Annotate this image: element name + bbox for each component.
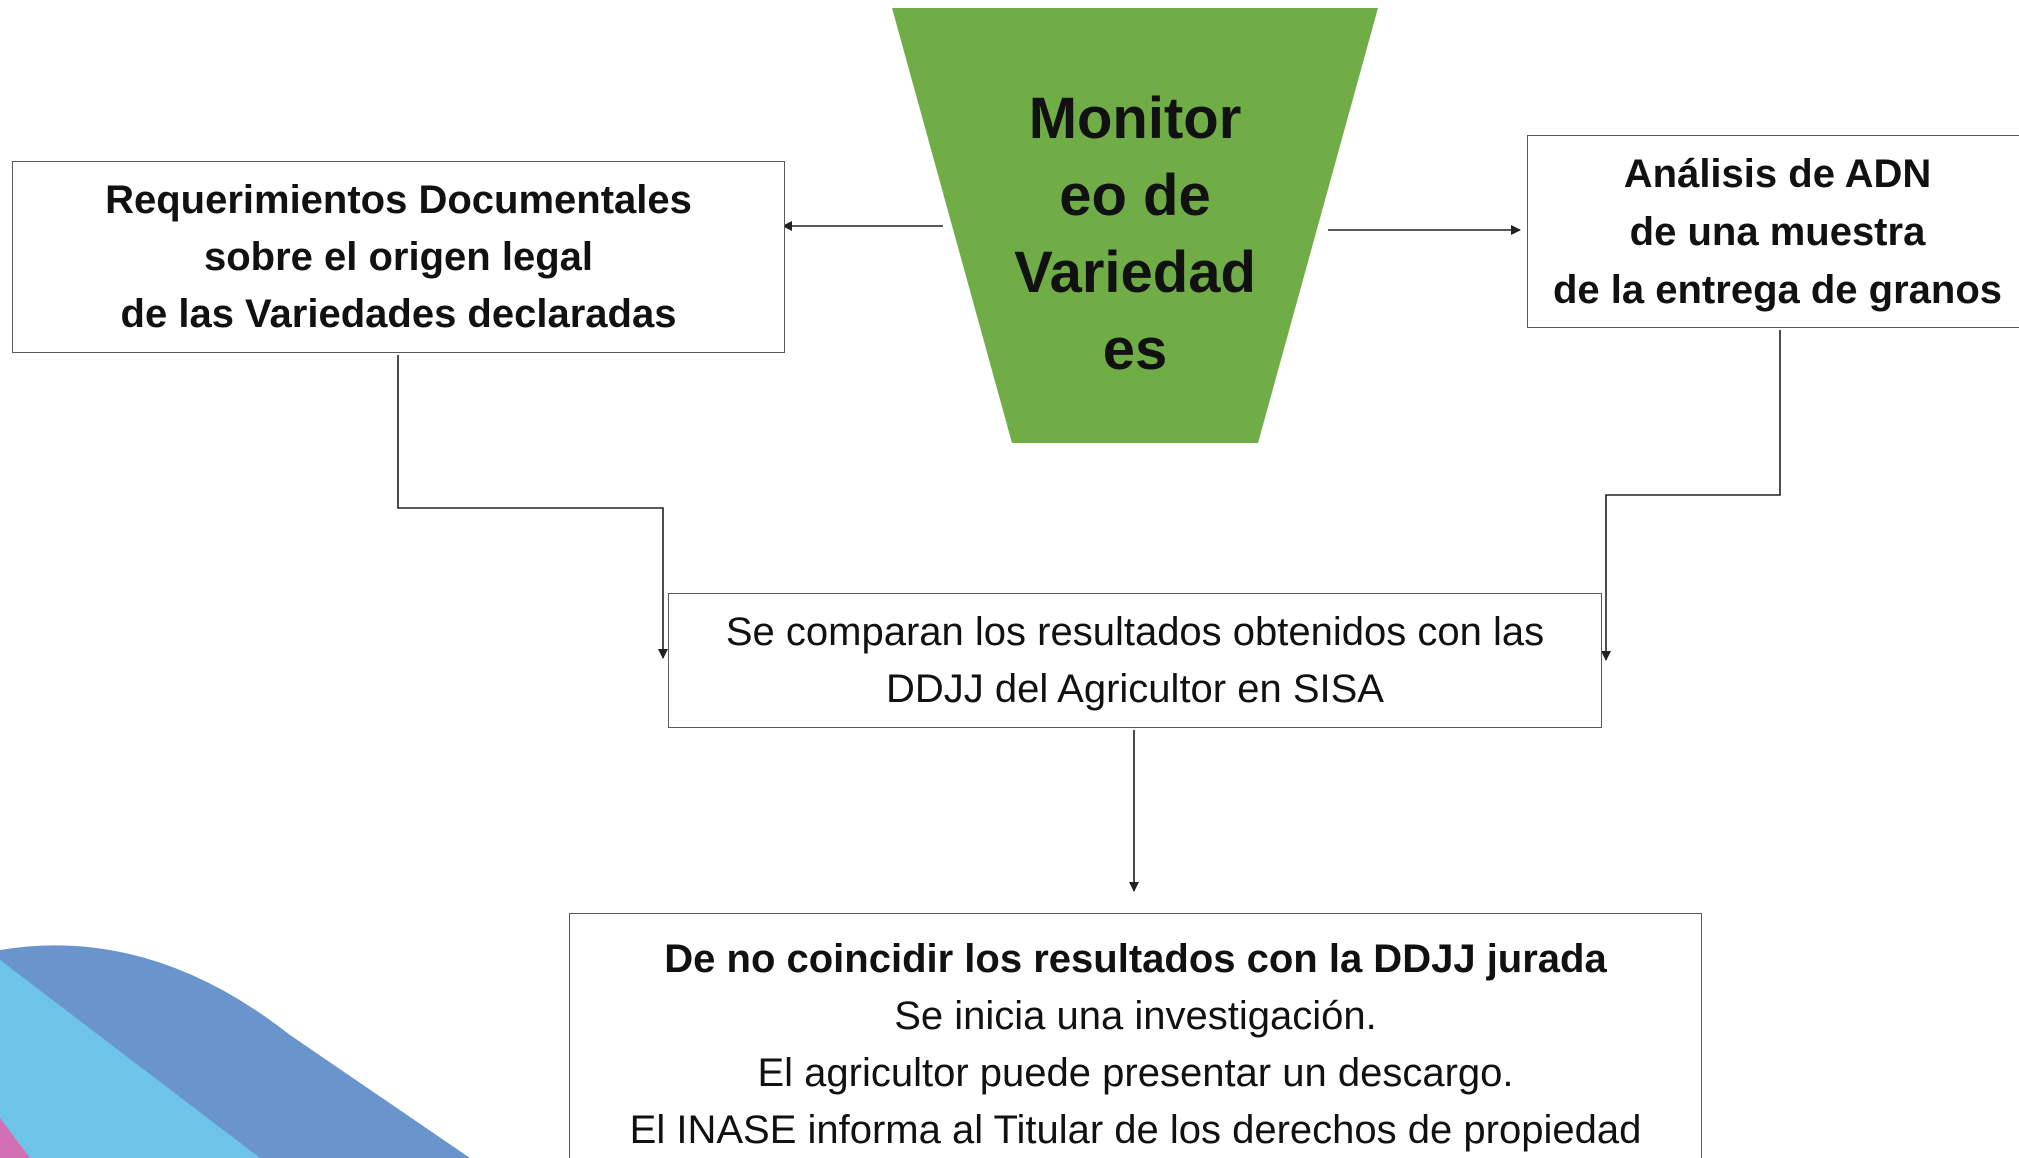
funnel-label-line: eo de bbox=[1059, 163, 1211, 228]
box-text-line: DDJJ del Agricultor en SISA bbox=[886, 666, 1384, 711]
box-text-line: de las Variedades declaradas bbox=[120, 291, 677, 336]
box-text-line: Análisis de ADN bbox=[1623, 151, 1932, 196]
swoosh-lightblue-band bbox=[0, 960, 260, 1158]
funnel-label-line: es bbox=[1102, 317, 1168, 382]
box-text-line: Requerimientos Documentales bbox=[105, 177, 692, 222]
connector-doc-to-compare bbox=[397, 355, 668, 659]
connector-adn-to-compare bbox=[1601, 330, 1781, 661]
box-text-line: Se inicia una investigación. bbox=[894, 994, 1377, 1038]
documentary-requirements-box: Requerimientos Documentales sobre el ori… bbox=[12, 161, 785, 353]
box-text-line: El INASE informa al Titular de los derec… bbox=[629, 1108, 1642, 1152]
comparison-box: Se comparan los resultados obtenidos con… bbox=[668, 593, 1602, 728]
funnel-label-line: Monitor bbox=[1028, 86, 1242, 151]
funnel-label: Monitor eo de Variedad es bbox=[985, 80, 1285, 388]
box-text-line: de una muestra bbox=[1629, 209, 1926, 254]
result-heading: De no coincidir los resultados con la DD… bbox=[664, 937, 1607, 981]
result-box: De no coincidir los resultados con la DD… bbox=[569, 913, 1702, 1158]
box-text-line: sobre el origen legal bbox=[203, 234, 593, 279]
box-text-line: El agricultor puede presentar un descarg… bbox=[757, 1051, 1514, 1095]
funnel-shape bbox=[892, 8, 1378, 443]
funnel-label-line: Variedad bbox=[1014, 240, 1256, 305]
swoosh-pink-band bbox=[0, 1118, 30, 1158]
box-text-line: de la entrega de granos bbox=[1552, 267, 2003, 312]
box-text-line: Se comparan los resultados obtenidos con… bbox=[725, 609, 1545, 654]
dna-analysis-box: Análisis de ADN de una muestra de la ent… bbox=[1527, 135, 2019, 328]
